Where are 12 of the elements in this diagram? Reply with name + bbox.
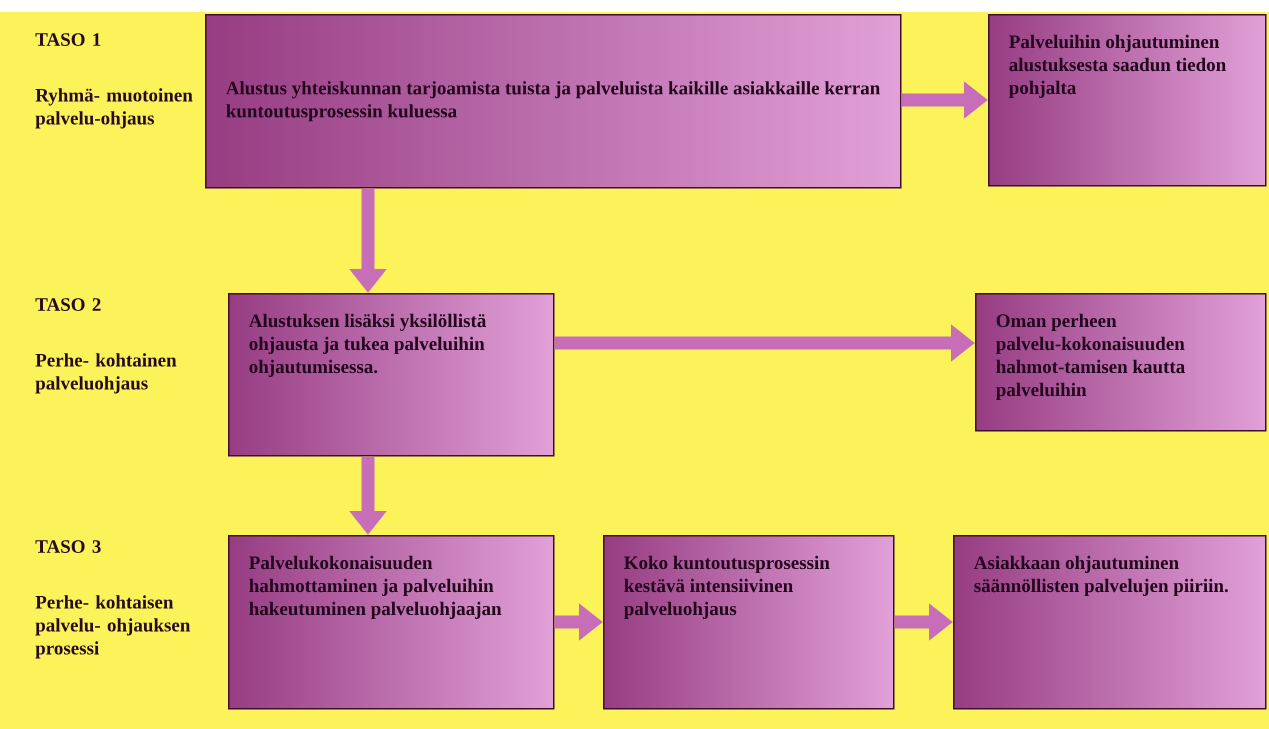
level-label: Perhe- kohtaisen palvelu- ohjauksen prosessi — [35, 595, 191, 659]
process-box: Palvelukokonaisuuden hahmottaminen ja palveluihin hakeutuminen palveluohjaajan — [228, 535, 555, 710]
level-label: Perhe- kohtainen palveluohjaus — [35, 353, 177, 394]
process-box: Oman perheen palvelu-kokonaisuuden hahmot-tamisen kautta palveluihin — [975, 293, 1267, 432]
process-box: Asiakkaan ohjautuminen säännöllisten palvelujen piiriin. — [953, 535, 1267, 710]
process-box: Koko kuntoutusprosessin kestävä intensiivinen palveluohjaus — [603, 535, 895, 710]
process-box: Alustus yhteiskunnan tarjoamista tuista ja palveluista kaikille asiakkaille kerran kuntoutusprosessin kuluessa — [205, 14, 902, 189]
level-label: TASO 3 — [35, 540, 101, 553]
process-box: Palveluihin ohjautuminen alustuksesta saadun tiedon pohjalta — [988, 14, 1267, 187]
process-box: Alustuksen lisäksi yksilöllistä ohjausta ja tukea palveluihin ohjautumisessa. — [228, 293, 555, 457]
level-label: TASO 2 — [35, 298, 101, 311]
level-label: TASO 1 — [35, 33, 101, 46]
